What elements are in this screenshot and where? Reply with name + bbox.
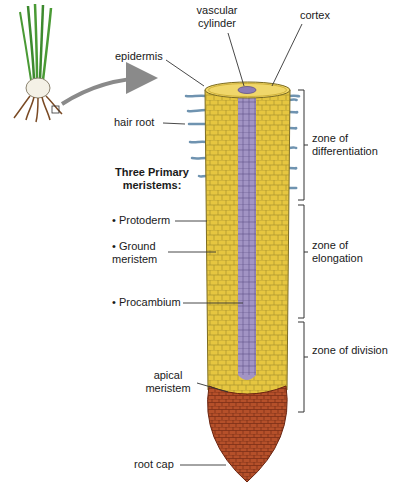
part-label: hair root: [114, 116, 174, 129]
group-heading: Three Primary meristems:: [102, 166, 202, 192]
zone-label: zone of elongation: [312, 239, 398, 265]
meristem-label: • Protoderm: [112, 214, 192, 227]
part-label: cortex: [300, 9, 360, 22]
part-label: vascular cylinder: [186, 4, 248, 30]
root-cap-shape: [208, 386, 288, 482]
meristem-label: • Ground meristem: [112, 240, 170, 266]
leader-lines: [163, 24, 302, 465]
onion-plant: [14, 4, 150, 122]
part-label: epidermis: [115, 50, 175, 63]
meristem-label: • Procambium: [112, 296, 192, 309]
zone-label: zone of division: [312, 344, 398, 357]
zone-brackets: [298, 90, 308, 412]
part-label: apical meristem: [140, 369, 196, 395]
root-body: [205, 82, 290, 399]
zone-label: zone of differentiation: [312, 132, 398, 158]
part-label: root cap: [134, 458, 194, 471]
